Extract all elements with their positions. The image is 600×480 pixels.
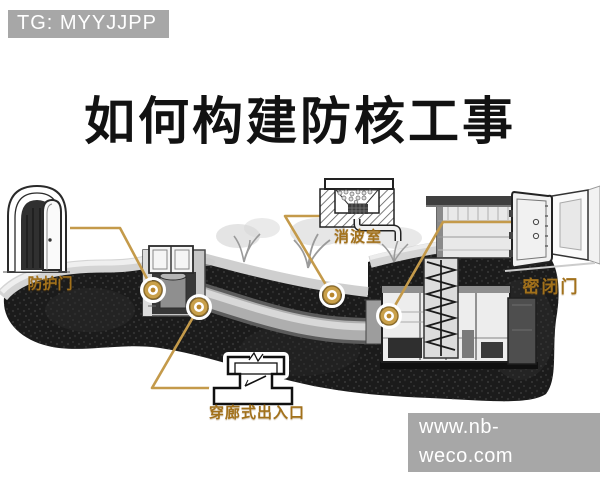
main-chamber xyxy=(380,285,538,369)
website-watermark: www.nb-weco.com xyxy=(408,413,600,472)
callout-line-wave-absorber xyxy=(283,214,334,296)
label-airtight-door: 密闭门 xyxy=(522,277,580,298)
label-protective-door: 防护门 xyxy=(27,274,73,293)
marker-corridor-entrance xyxy=(186,294,212,320)
marker-airtight-door xyxy=(376,303,402,329)
surface-trees xyxy=(197,218,422,269)
wave-absorber-illustration xyxy=(319,178,402,241)
airtight-door-illustration xyxy=(504,185,600,272)
marker-protective-door xyxy=(140,277,166,303)
protective-door-illustration xyxy=(3,184,70,273)
telegram-badge: TG: MYYJJPP xyxy=(8,10,169,38)
corridor-entrance-plan xyxy=(209,351,297,409)
callout-markers xyxy=(140,277,402,329)
callout-lines xyxy=(70,214,516,390)
entrance-tunnel xyxy=(189,283,389,345)
marker-wave-absorber xyxy=(319,282,345,308)
callout-line-corridor xyxy=(150,306,222,390)
callout-line-protective-door xyxy=(70,226,155,291)
page-title: 如何构建防核工事 xyxy=(83,93,516,152)
callout-line-airtight-door xyxy=(387,220,516,317)
label-corridor-entrance: 穿廊式出入口 xyxy=(208,403,306,422)
label-wave-absorber: 消波室 xyxy=(333,227,383,246)
